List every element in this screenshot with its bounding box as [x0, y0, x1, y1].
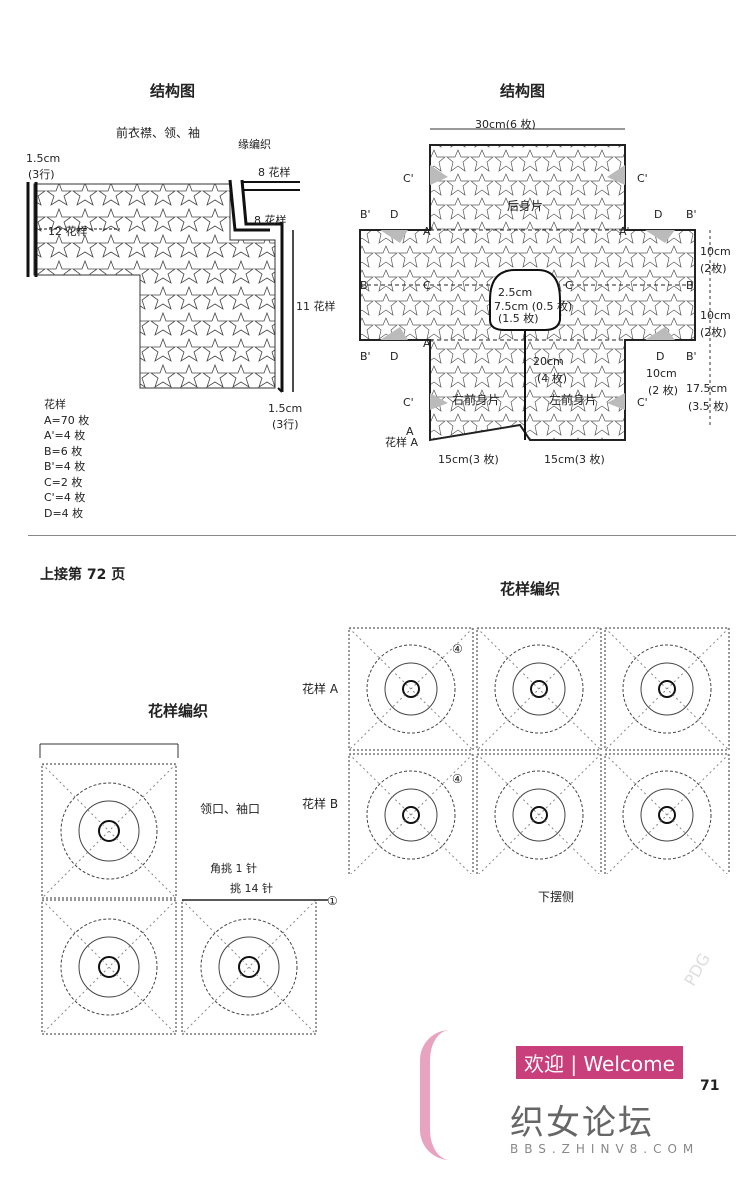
- right-count-label: 11 花样: [296, 300, 336, 313]
- left-count-label: 12 花样: [48, 225, 88, 238]
- bottom-rows-label: (3行): [272, 418, 299, 431]
- forum-url: BBS.ZHINV8.COM: [510, 1142, 700, 1156]
- edge-label: 缘编织: [238, 138, 271, 151]
- motif-count-list: 花样 A=70 枚 A'=4 枚 B=6 枚 B'=4 枚 C=2 枚 C'=4…: [44, 397, 89, 521]
- page-number: 71: [700, 1078, 720, 1094]
- marker-c-1: C: [423, 279, 431, 292]
- motif-count-2: A'=4 枚: [44, 429, 86, 442]
- marker-ap-1: A': [423, 225, 434, 238]
- width-top-label: 30cm(6 枚): [475, 118, 536, 131]
- welcome-banner: 欢迎 | Welcome: [516, 1046, 683, 1079]
- center-len-0: 20cm: [533, 355, 564, 368]
- left-rows-label: (3行): [28, 168, 55, 181]
- right-pattern-title: 花样编织: [500, 580, 561, 598]
- forum-logo-icon: [420, 1030, 490, 1160]
- right-front-label: 右前身片: [452, 393, 501, 407]
- left-structure-title: 结构图: [150, 82, 196, 100]
- motif-count-4: B'=4 枚: [44, 460, 86, 473]
- section-divider: [28, 535, 736, 536]
- marker-bp-4: B': [686, 350, 697, 363]
- marker-ap-3: A': [423, 337, 434, 350]
- marker-cp-3: C': [403, 396, 414, 409]
- center-len-1: (4 枚): [537, 372, 568, 385]
- pick-label: 挑 14 针: [230, 882, 273, 895]
- collar-label: 领口、袖口: [200, 802, 261, 816]
- front-collar-sleeve-diagram: [26, 179, 300, 393]
- bottom-dim-1: 15cm(3 枚): [544, 453, 605, 466]
- left-width-label: 1.5cm: [26, 152, 61, 165]
- motif-count-6: C'=4 枚: [44, 491, 86, 504]
- right-dim-0: 10cm: [700, 245, 731, 258]
- marker-cp-2: C': [637, 172, 648, 185]
- left-front-label: 左前身片: [549, 393, 598, 407]
- right-dim-4: 10cm: [646, 367, 677, 380]
- neck-dim-2: (1.5 枚): [498, 312, 539, 325]
- right-dim-1: (2枚): [700, 262, 727, 275]
- neck-dim-1: 7.5cm (0.5 枚): [494, 300, 573, 313]
- forum-name: 织女论坛: [510, 1103, 654, 1143]
- marker-ap-2: A': [619, 225, 630, 238]
- start-marker: ①: [327, 894, 338, 908]
- circle-marker-2: ④: [452, 772, 463, 786]
- bottom-dim-0: 15cm(3 枚): [438, 453, 499, 466]
- back-label: 后身片: [507, 199, 544, 213]
- mid-count-label: 8 花样: [254, 214, 287, 227]
- marker-b-2: B: [686, 279, 694, 292]
- right-dim-2: 10cm: [700, 309, 731, 322]
- marker-bp-3: B': [360, 350, 371, 363]
- neck-dim-0: 2.5cm: [498, 286, 533, 299]
- marker-d-2: D: [654, 208, 663, 221]
- circle-marker-1: ④: [452, 642, 463, 656]
- row-a-label: 花样 A: [302, 682, 339, 696]
- body-structure-diagram: [359, 128, 711, 442]
- marker-d-4: D: [656, 350, 665, 363]
- marker-d-3: D: [390, 350, 399, 363]
- right-dim-6: 17.5cm: [686, 382, 728, 395]
- motif-count-1: A=70 枚: [44, 413, 90, 427]
- top-count-label: 8 花样: [258, 166, 291, 179]
- motif-count-0: 花样: [44, 398, 66, 411]
- continue-note: 上接第 72 页: [40, 567, 126, 583]
- motif-count-3: B=6 枚: [44, 444, 83, 458]
- row-b-label: 花样 B: [302, 797, 339, 811]
- marker-bp-1: B': [360, 208, 371, 221]
- left-pattern-chart: [39, 743, 328, 1035]
- left-structure-subtitle: 前衣襟、领、袖: [116, 126, 201, 140]
- marker-c-2: C: [565, 279, 573, 292]
- marker-d-1: D: [390, 208, 399, 221]
- right-pattern-chart: [348, 627, 730, 874]
- right-structure-title: 结构图: [500, 82, 546, 100]
- marker-b-1: B: [360, 279, 368, 292]
- hem-label: 下摆侧: [538, 890, 575, 904]
- left-pattern-title: 花样编织: [148, 702, 209, 720]
- marker-cp-1: C': [403, 172, 414, 185]
- marker-a-1: A: [406, 425, 414, 438]
- marker-cp-4: C': [637, 396, 648, 409]
- marker-bp-2: B': [686, 208, 697, 221]
- right-dim-7: (3.5 枚): [688, 400, 729, 413]
- right-dim-5: (2 枚): [648, 384, 679, 397]
- pdg-watermark: PDG: [680, 949, 715, 990]
- motif-count-7: D=4 枚: [44, 506, 84, 520]
- corner-label: 角挑 1 针: [210, 862, 257, 875]
- motif-count-5: C=2 枚: [44, 475, 83, 489]
- bottom-width-label: 1.5cm: [268, 402, 303, 415]
- motif-a-label: 花样 A: [385, 436, 419, 449]
- right-dim-3: (2枚): [700, 326, 727, 339]
